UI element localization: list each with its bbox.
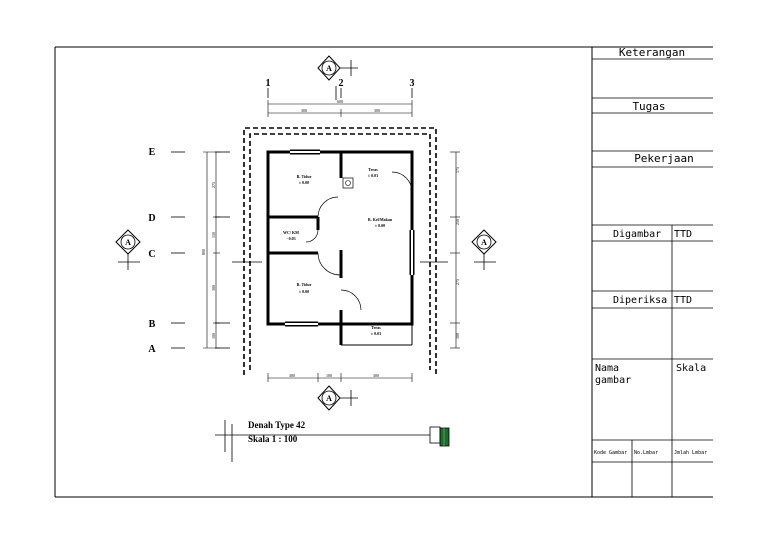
dim-top-total: 600 xyxy=(337,99,343,104)
room-bedroom-2-name: R. Tidur xyxy=(297,282,312,287)
grid-col-2: 2 xyxy=(339,78,344,89)
room-bedroom-1-name: R. Tidur xyxy=(297,174,312,179)
room-wc-level: - 0.03 xyxy=(286,236,295,241)
roof-outline xyxy=(243,127,437,375)
grid-row-b: B xyxy=(149,319,156,330)
grid-row-e: E xyxy=(149,147,156,158)
section-marker-bottom-label: A xyxy=(326,394,332,403)
drawing-title-block: Denah Type 42 Skala 1 : 100 xyxy=(215,420,450,462)
room-terrace-1-level: ± 0.03 xyxy=(368,173,378,178)
no-lembar-label: No.Lmbar xyxy=(634,450,658,456)
room-bedroom-2-level: ± 0.00 xyxy=(299,289,309,294)
room-bedroom-1-level: ± 0.00 xyxy=(299,180,309,185)
digambar-label: Digambar xyxy=(613,229,661,240)
section-marker-left-label: A xyxy=(125,238,131,247)
grid-row-a: A xyxy=(148,344,156,355)
drawing-scale: Skala 1 : 100 xyxy=(248,434,298,444)
dimension-lines xyxy=(203,100,460,382)
tugas-label: Tugas xyxy=(632,100,665,113)
toilet-fixture xyxy=(342,177,354,189)
drawing-title: Denah Type 42 xyxy=(248,420,306,430)
grid-row-c: C xyxy=(148,249,155,260)
dim-bottom-c: 300 xyxy=(373,373,379,378)
door-swings xyxy=(305,171,413,311)
section-marker-right: A xyxy=(471,229,497,270)
room-terrace-1-name: Teras xyxy=(368,167,378,172)
dim-right-d: 100 xyxy=(455,333,460,339)
dim-left-c: 300 xyxy=(211,285,216,291)
section-marker-right-label: A xyxy=(481,238,487,247)
section-marker-bottom: A xyxy=(317,385,358,411)
grid-col-3: 3 xyxy=(410,78,415,89)
dim-top-left: 300 xyxy=(301,108,307,113)
nama-label: Nama xyxy=(595,363,619,374)
windows xyxy=(285,149,415,327)
room-wc-name: WC/ KM xyxy=(283,230,299,235)
dim-left-total: 800 xyxy=(201,249,206,255)
title-block xyxy=(592,58,713,497)
grid-row-d: D xyxy=(148,213,155,224)
section-marker-top-label: A xyxy=(326,64,332,73)
pekerjaan-label: Pekerjaan xyxy=(634,152,694,165)
dim-right-c: 275 xyxy=(455,279,460,285)
dim-right-b: 250 xyxy=(455,219,460,225)
section-marker-top: A xyxy=(317,55,358,81)
jumlah-lembar-label: Jmlah Lmbar xyxy=(674,450,707,456)
dim-bottom-b: 100 xyxy=(326,373,332,378)
room-terrace-2-name: Teras xyxy=(371,325,381,330)
gambar-label: gambar xyxy=(595,375,631,386)
dim-left-a: 275 xyxy=(211,182,216,188)
room-family-dining-name: R. Kel/Makan xyxy=(368,217,393,222)
floor-plan-walls xyxy=(266,150,414,346)
skala-label: Skala xyxy=(676,363,706,374)
diperiksa-label: Diperiksa xyxy=(613,295,667,306)
room-terrace-2-level: ± 0.03 xyxy=(371,331,381,336)
keterangan-label: Keterangan xyxy=(619,46,685,59)
section-cut-lines xyxy=(232,86,448,263)
dim-right-a: 175 xyxy=(455,167,460,173)
dim-left-d: 100 xyxy=(211,333,216,339)
dim-left-b: 150 xyxy=(211,232,216,238)
dim-bottom-a: 300 xyxy=(289,373,295,378)
kode-gambar-label: Kode Gambar xyxy=(594,450,627,456)
toilet-bowl xyxy=(345,180,351,186)
ttd-label-1: TTD xyxy=(674,229,692,240)
room-family-dining-level: ± 0.00 xyxy=(375,223,385,228)
ttd-label-2: TTD xyxy=(674,295,692,306)
grid-col-1: 1 xyxy=(266,78,271,89)
section-marker-left: A xyxy=(115,229,141,270)
dim-top-right: 300 xyxy=(374,108,380,113)
